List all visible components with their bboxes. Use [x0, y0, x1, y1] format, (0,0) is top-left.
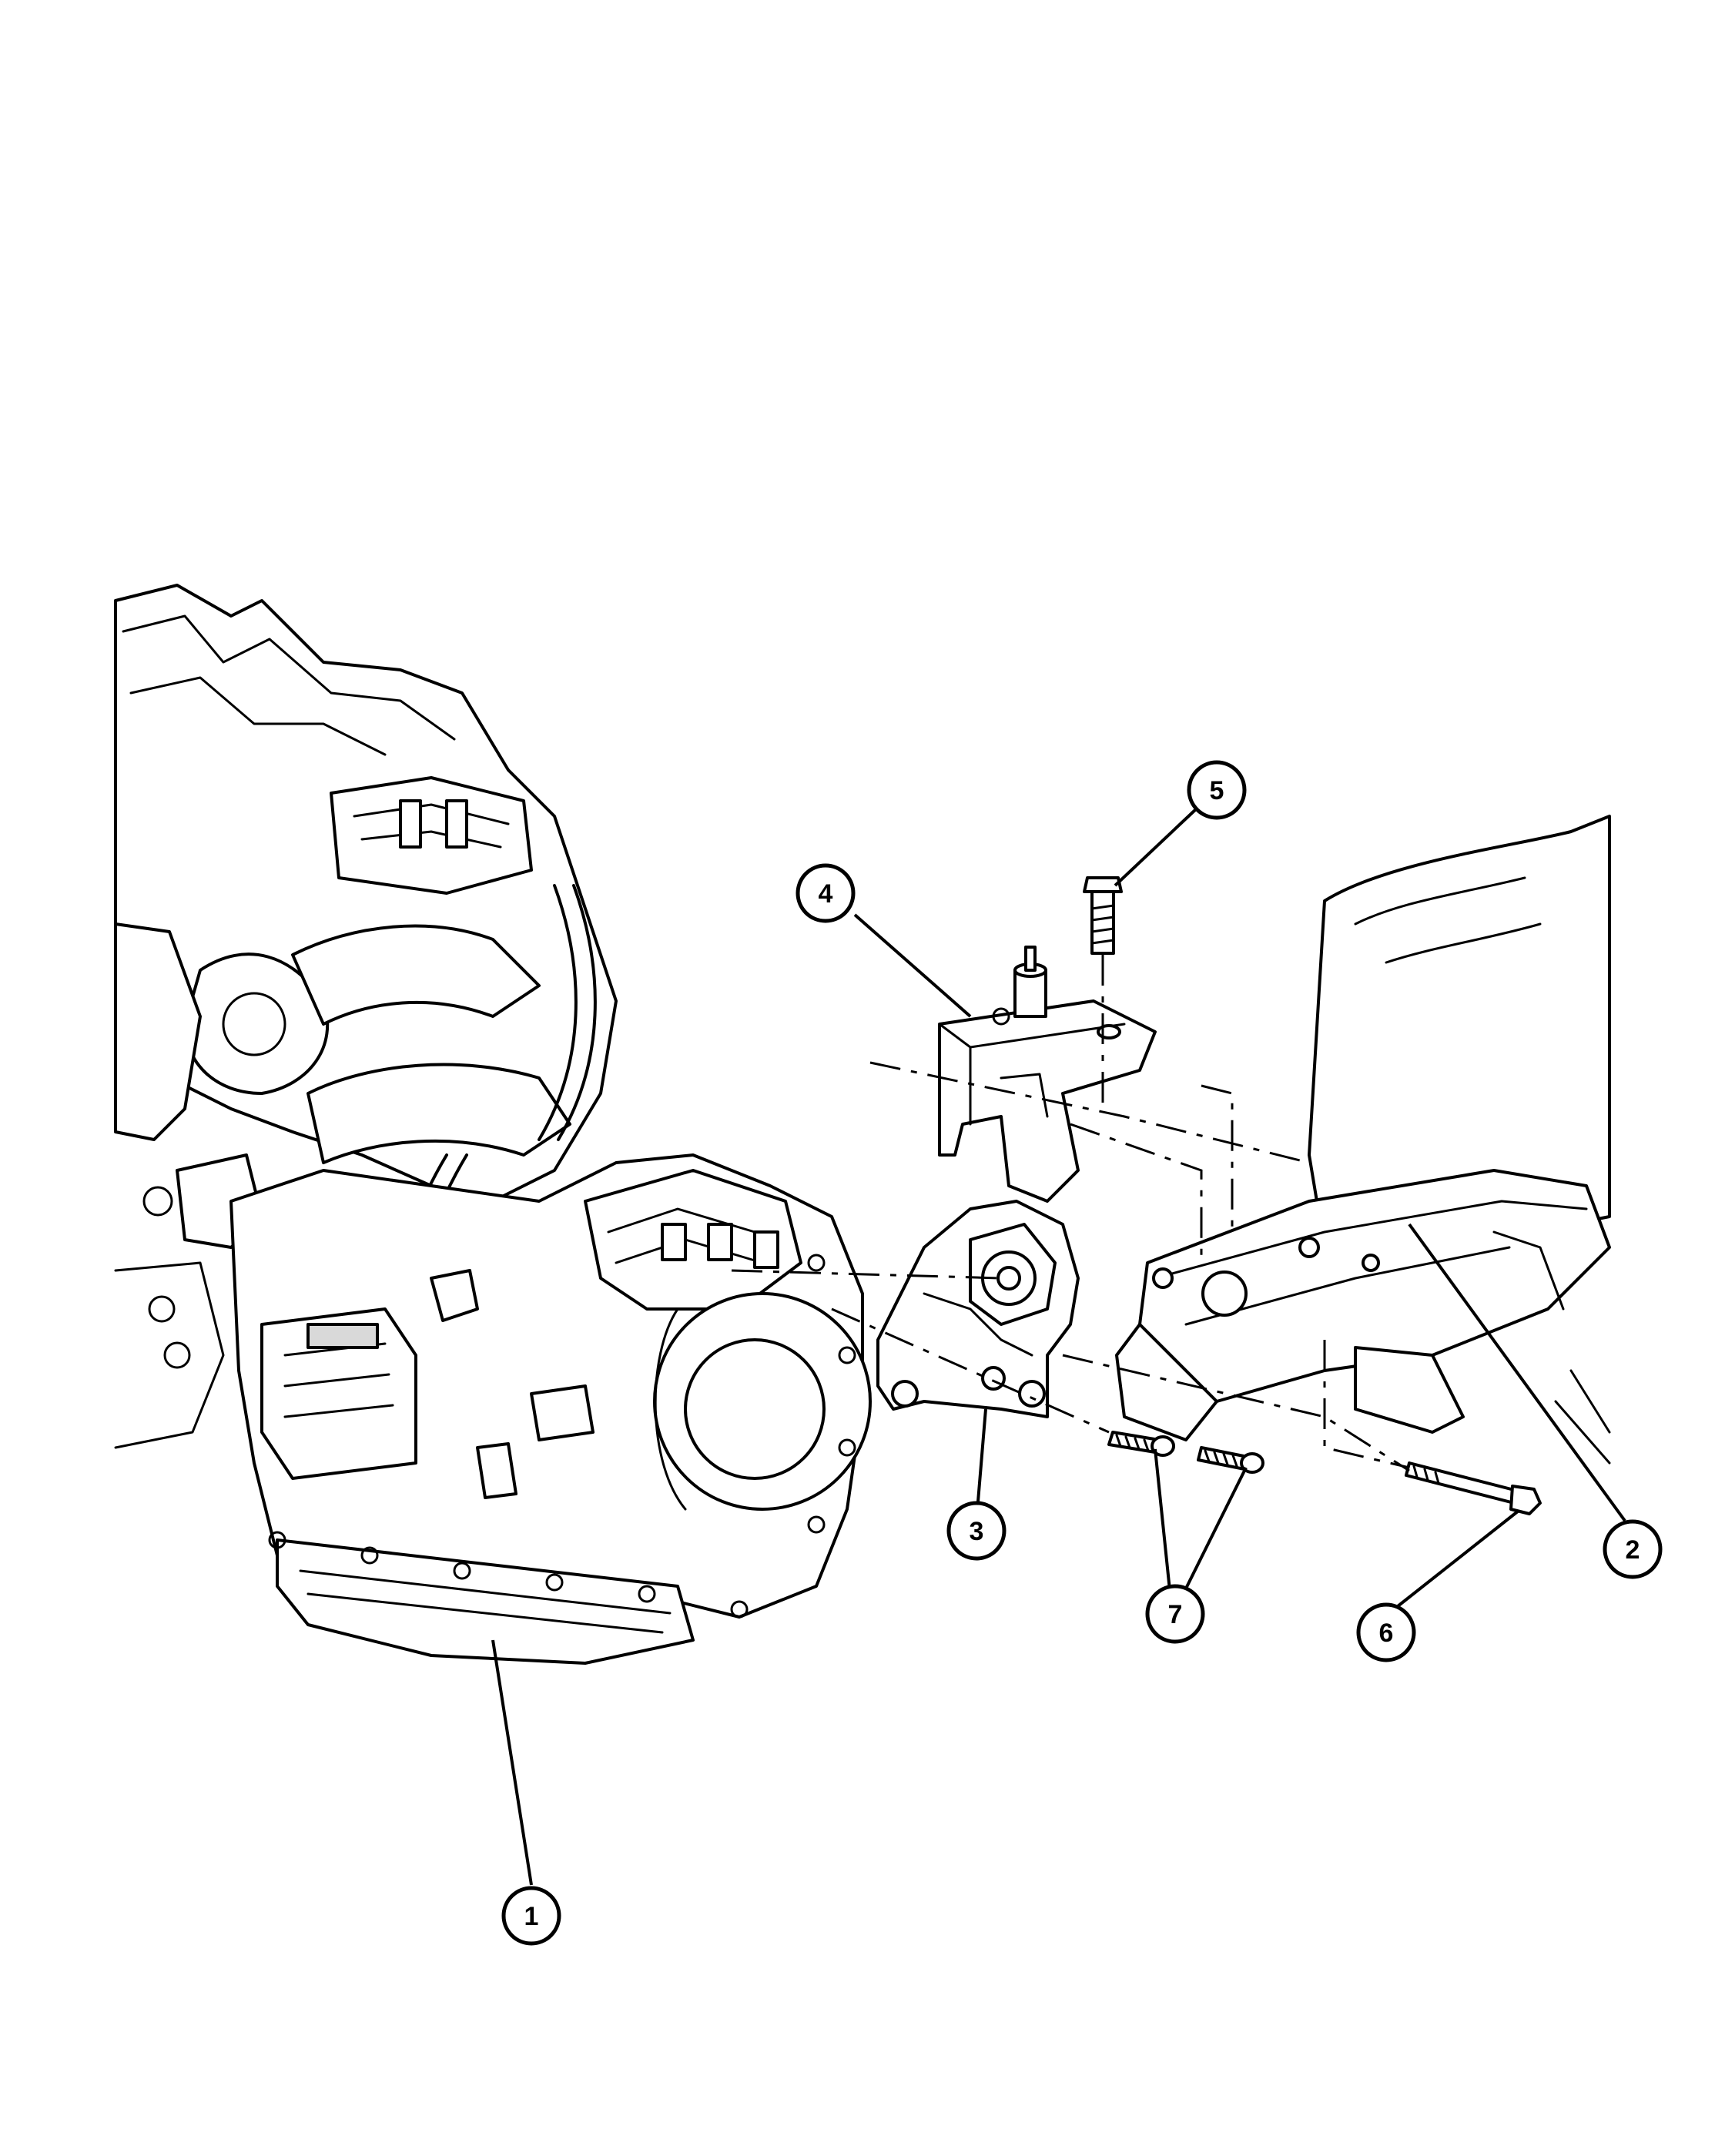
callout-circle-6 — [1356, 1602, 1416, 1662]
callout-label-7: 7 — [1168, 1600, 1183, 1629]
callout-circle-5 — [1187, 760, 1247, 820]
callout-circle-3 — [946, 1501, 1007, 1561]
bolts-pair — [1107, 1431, 1264, 1474]
callout-circle-7 — [1145, 1584, 1205, 1644]
engine-transmission-assembly — [114, 584, 872, 1665]
callout-2: 2 — [1603, 1519, 1663, 1579]
callout-label-1: 1 — [524, 1902, 539, 1931]
mount-bracket — [938, 946, 1157, 1203]
callout-circle-1 — [501, 1886, 561, 1946]
callout-7: 7 — [1145, 1584, 1205, 1644]
callout-1: 1 — [501, 1886, 561, 1946]
bolt-long — [1405, 1461, 1542, 1515]
callout-circle-2 — [1603, 1519, 1663, 1579]
callout-label-6: 6 — [1379, 1619, 1394, 1648]
mount-insulator — [876, 1200, 1080, 1418]
callout-6: 6 — [1356, 1602, 1416, 1662]
bolt-vertical — [1083, 876, 1123, 955]
callout-label-2: 2 — [1626, 1535, 1640, 1565]
frame-rail — [1115, 815, 1611, 1465]
callout-4: 4 — [796, 863, 856, 923]
callout-label-4: 4 — [819, 879, 833, 909]
callout-label-5: 5 — [1210, 776, 1224, 805]
callout-label-3: 3 — [970, 1517, 984, 1546]
leader-lines — [491, 807, 1626, 1886]
callout-3: 3 — [946, 1501, 1007, 1561]
callout-5: 5 — [1187, 760, 1247, 820]
assembly-centerlines — [731, 955, 1410, 1472]
callout-circle-4 — [796, 863, 856, 923]
